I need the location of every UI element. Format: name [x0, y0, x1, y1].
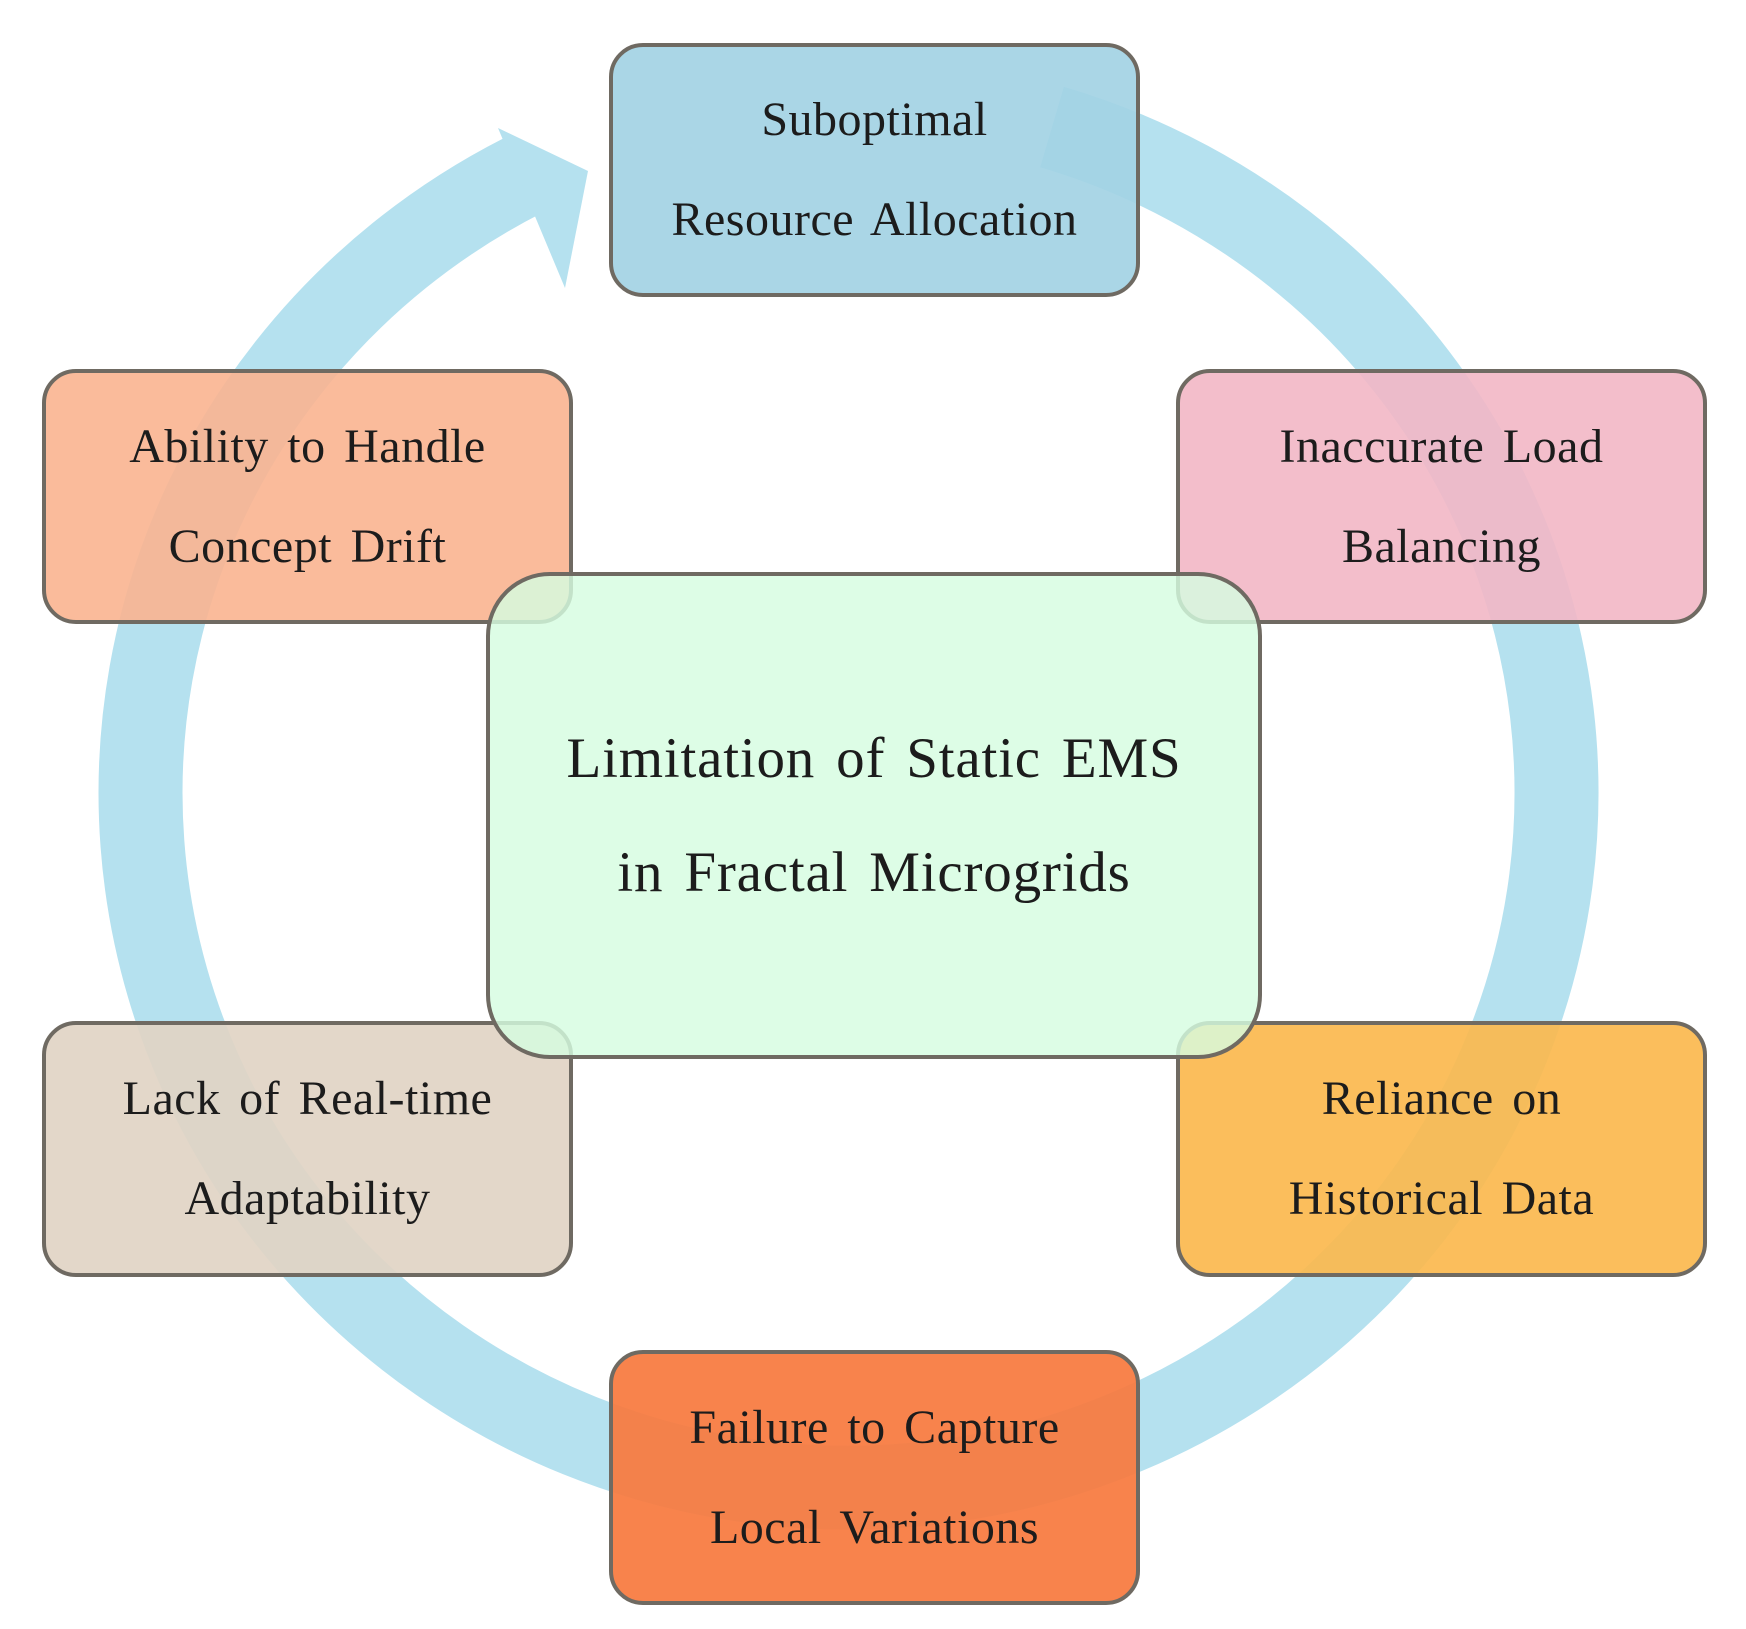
- node-label-line: Lack of Real-time: [122, 1072, 493, 1125]
- node-suboptimal-resource-allocation: Suboptimal Resource Allocation: [609, 43, 1140, 297]
- node-ability-to-handle-concept-drift: Ability to Handle Concept Drift: [42, 369, 573, 624]
- node-reliance-on-historical-data: Reliance on Historical Data: [1176, 1021, 1707, 1277]
- node-label-line: Inaccurate Load: [1279, 419, 1604, 473]
- node-center-limitation-of-static-ems: Limitation of Static EMS in Fractal Micr…: [486, 572, 1262, 1059]
- node-label-line: Ability to Handle: [129, 419, 486, 473]
- node-label-line: Historical Data: [1288, 1172, 1595, 1225]
- node-label-line: Resource Allocation: [671, 193, 1078, 246]
- node-label-line: Failure to Capture: [689, 1400, 1060, 1454]
- node-label-line: Adaptability: [184, 1172, 431, 1225]
- node-lack-of-real-time-adaptability: Lack of Real-time Adaptability: [42, 1021, 573, 1277]
- node-label-line: Local Variations: [709, 1500, 1040, 1554]
- center-label-line: in Fractal Microgrids: [617, 840, 1131, 904]
- node-inaccurate-load-balancing: Inaccurate Load Balancing: [1176, 369, 1707, 624]
- cycle-arrowhead-icon: [498, 128, 588, 288]
- node-label-line: Balancing: [1341, 519, 1542, 573]
- center-label-line: Limitation of Static EMS: [566, 726, 1182, 790]
- node-label-line: Reliance on: [1321, 1072, 1562, 1125]
- node-failure-to-capture-local-variations: Failure to Capture Local Variations: [609, 1350, 1140, 1605]
- node-label-line: Concept Drift: [168, 519, 447, 573]
- node-label-line: Suboptimal: [761, 93, 988, 146]
